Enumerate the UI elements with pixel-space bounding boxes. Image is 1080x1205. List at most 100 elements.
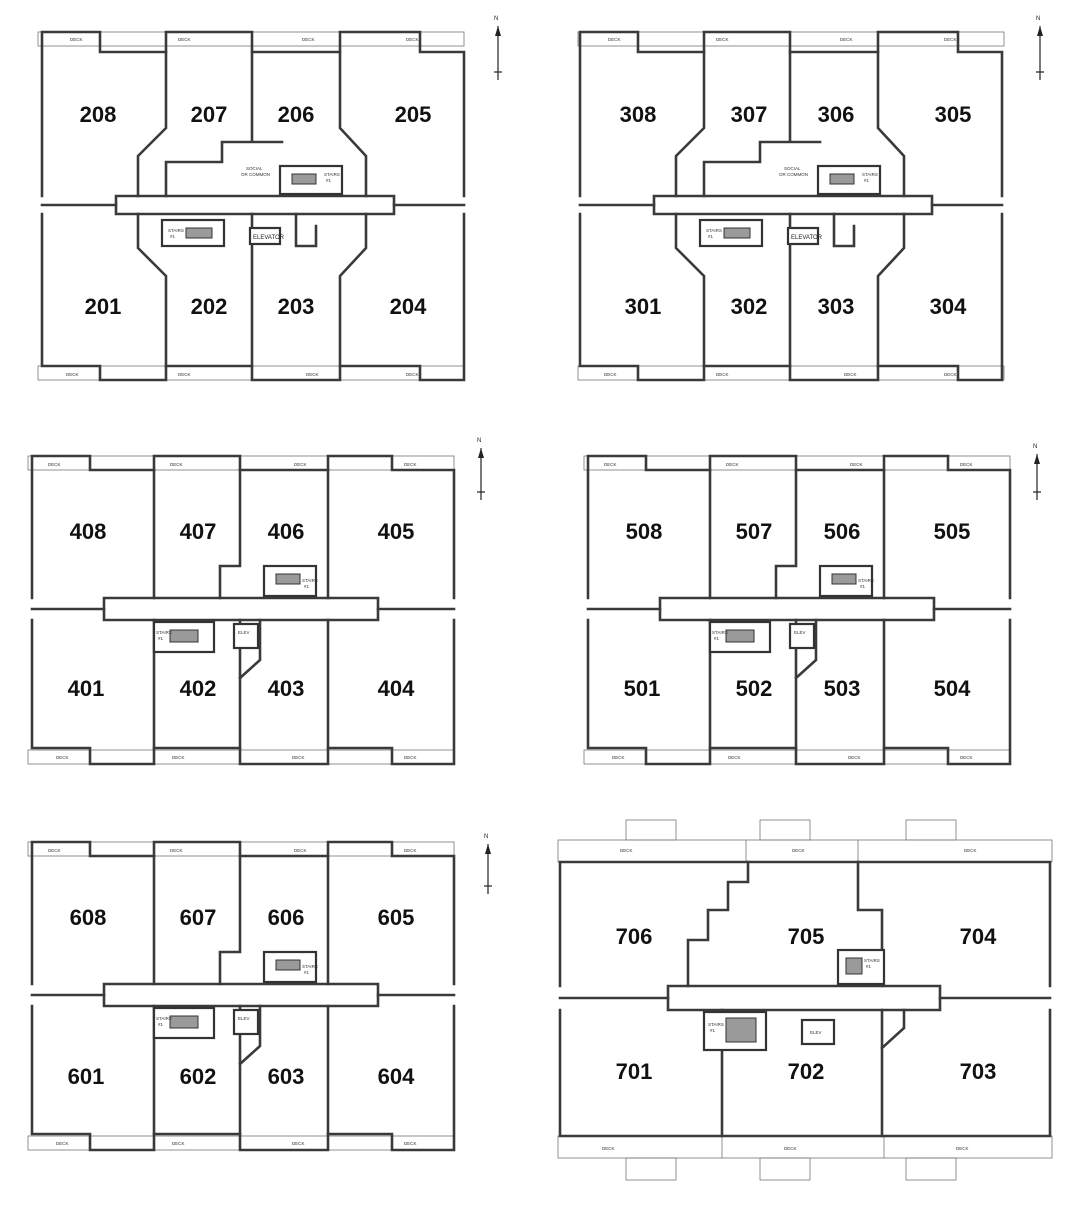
deck-label: DECK	[716, 37, 729, 42]
unit-label: 405	[378, 519, 415, 544]
unit-label: 408	[70, 519, 107, 544]
unit-label: 507	[736, 519, 773, 544]
unit-label: 501	[624, 676, 661, 701]
svg-text:DECK: DECK	[784, 1146, 797, 1151]
unit-label: 407	[180, 519, 217, 544]
svg-text:#1: #1	[158, 636, 164, 641]
svg-text:N: N	[1033, 444, 1037, 450]
deck-label: DECK	[406, 37, 419, 42]
svg-text:STAIRS: STAIRS	[858, 578, 874, 583]
elevator: ELEV	[232, 622, 260, 650]
unit-label: 701	[616, 1059, 653, 1084]
deck-label: DECK	[716, 372, 729, 377]
svg-text:STAIRS: STAIRS	[302, 578, 318, 583]
svg-text:ELEVATOR: ELEVATOR	[791, 235, 823, 241]
north-arrow-icon: N	[494, 16, 502, 80]
unit-label: 302	[731, 294, 768, 319]
exterior-wall	[558, 860, 1052, 1138]
unit-label: 202	[191, 294, 228, 319]
deck-label: DECK	[840, 37, 853, 42]
unit-label: 607	[180, 905, 217, 930]
unit-wall	[136, 50, 368, 198]
svg-text:DECK: DECK	[404, 848, 417, 853]
svg-text:N: N	[1036, 16, 1040, 22]
stairs-south: STAIRS #1	[702, 1010, 768, 1052]
floor-plan-6: DECK DECK DECK DECK DECK DECK DECK DECK …	[27, 834, 492, 1152]
deck-label: DECK	[844, 372, 857, 377]
deck-label: DECK	[66, 372, 79, 377]
unit-label: 401	[68, 676, 105, 701]
social-room: SOCIAL OR COMMON	[241, 166, 270, 177]
svg-text:SOCIAL: SOCIAL	[246, 166, 263, 171]
stairs-north: STAIRS #1	[278, 164, 344, 196]
svg-text:OR COMMON: OR COMMON	[241, 172, 270, 177]
deck-strip-top: DECK DECK DECK	[557, 819, 1053, 863]
svg-text:ELEV: ELEV	[810, 1030, 822, 1035]
svg-text:DECK: DECK	[404, 1141, 417, 1146]
deck-strip-bottom: DECK DECK DECK	[557, 1135, 1053, 1181]
unit-label: 206	[278, 102, 315, 127]
deck-label: DECK	[306, 372, 319, 377]
svg-text:DECK: DECK	[956, 1146, 969, 1151]
stairs-north: STAIRS #1	[816, 164, 882, 196]
stairs-north: STAIRS #1	[262, 950, 318, 984]
svg-text:#1: #1	[304, 584, 310, 589]
unit-label: 502	[736, 676, 773, 701]
svg-text:#1: #1	[864, 178, 870, 183]
svg-text:ELEV: ELEV	[238, 1016, 250, 1021]
svg-text:DECK: DECK	[292, 1141, 305, 1146]
svg-text:STAIRS: STAIRS	[706, 228, 722, 233]
north-arrow-icon: N	[484, 834, 492, 894]
svg-text:DECK: DECK	[292, 755, 305, 760]
unit-label: 608	[70, 905, 107, 930]
north-arrow-icon: N	[1036, 16, 1044, 80]
svg-text:DECK: DECK	[170, 848, 183, 853]
unit-wall	[152, 1004, 330, 1136]
elevator: ELEVATOR	[248, 226, 285, 246]
svg-text:STAIRS: STAIRS	[156, 630, 172, 635]
svg-text:#1: #1	[714, 636, 720, 641]
unit-wall	[152, 618, 330, 750]
corridor-wall	[652, 194, 934, 216]
unit-wall	[708, 618, 886, 750]
unit-label: 702	[788, 1059, 825, 1084]
unit-wall	[674, 50, 906, 198]
elevator: ELEV	[800, 1018, 836, 1046]
svg-text:N: N	[484, 834, 488, 840]
stairs-south: STAIRS #1	[698, 218, 764, 248]
unit-label: 403	[268, 676, 305, 701]
svg-text:STAIRS: STAIRS	[708, 1022, 724, 1027]
north-arrow-icon: N	[477, 438, 485, 500]
svg-text:ELEVATOR: ELEVATOR	[253, 235, 285, 241]
svg-text:STAIRS: STAIRS	[156, 1016, 172, 1021]
stairs-south: STAIRS #1	[152, 620, 216, 654]
corridor-wall	[658, 596, 936, 622]
svg-text:#1: #1	[304, 970, 310, 975]
unit-label: 602	[180, 1064, 217, 1089]
floor-plan-5: DECK DECK DECK DECK DECK DECK DECK DECK …	[583, 444, 1041, 766]
deck-label: DECK	[608, 37, 621, 42]
svg-text:DECK: DECK	[728, 755, 741, 760]
svg-text:N: N	[494, 16, 498, 22]
unit-label: 705	[788, 924, 825, 949]
svg-text:STAIRS: STAIRS	[302, 964, 318, 969]
svg-text:STAIRS: STAIRS	[712, 630, 728, 635]
unit-label: 704	[960, 924, 997, 949]
svg-text:#1: #1	[326, 178, 332, 183]
svg-text:SOCIAL: SOCIAL	[784, 166, 801, 171]
deck-label: DECK	[178, 37, 191, 42]
svg-text:DECK: DECK	[604, 462, 617, 467]
unit-label: 205	[395, 102, 432, 127]
unit-label: 503	[824, 676, 861, 701]
deck-label: DECK	[70, 37, 83, 42]
svg-text:DECK: DECK	[294, 848, 307, 853]
stairs-south: STAIRS #1	[152, 1006, 216, 1040]
svg-text:STAIRS: STAIRS	[324, 172, 340, 177]
unit-label: 307	[731, 102, 768, 127]
corridor-wall	[114, 194, 396, 216]
stairs-north: STAIRS #1	[836, 948, 886, 986]
floor-plan-3: DECK DECK DECK DECK DECK DECK DECK DECK …	[577, 16, 1044, 382]
unit-label: 402	[180, 676, 217, 701]
deck-label: DECK	[604, 372, 617, 377]
